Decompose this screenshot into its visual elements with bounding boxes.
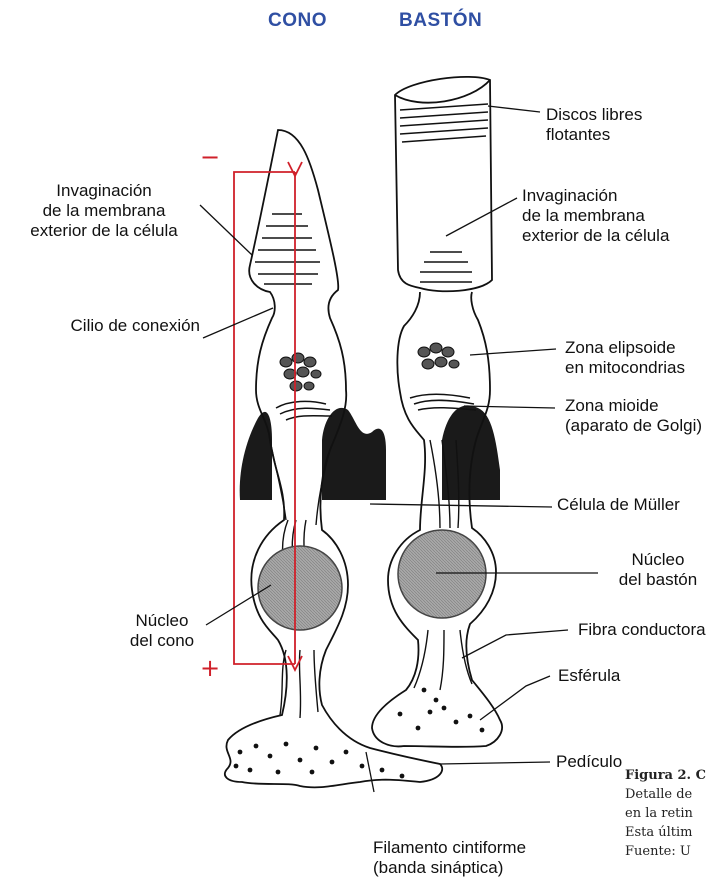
label-line: de la membrana (522, 206, 669, 226)
label-pedicle: Pedículo (556, 752, 622, 772)
caption-line: Detalle de (625, 785, 723, 804)
label-muller: Célula de Müller (557, 495, 680, 515)
label-line: Invaginación (522, 186, 669, 206)
label-line: Núcleo (603, 550, 713, 570)
label-cone-nucleus: Núcleo del cono (118, 611, 206, 651)
label-cilium: Cilio de conexión (40, 316, 200, 336)
label-cone-invagination: Invaginación de la membrana exterior de … (8, 181, 200, 241)
label-rod-nucleus: Núcleo del bastón (603, 550, 713, 590)
rod-spherule-dots (398, 688, 485, 733)
cone-golgi (276, 401, 332, 420)
label-line: exterior de la célula (522, 226, 669, 246)
rod-nucleus (398, 530, 486, 618)
cone-mitochondria (280, 353, 321, 391)
label-myoid: Zona mioide (aparato de Golgi) (565, 396, 702, 436)
caption-line: Esta últim (625, 823, 723, 842)
label-line: Discos libres (546, 105, 642, 125)
muller-cell-mass (240, 405, 500, 500)
label-line: Zona elipsoide (565, 338, 685, 358)
label-spherule: Esférula (558, 666, 620, 686)
label-line: (aparato de Golgi) (565, 416, 702, 436)
rod-invagination-discs (420, 252, 472, 282)
label-free-discs: Discos libres flotantes (546, 105, 642, 145)
label-line: flotantes (546, 125, 642, 145)
rod-mitochondria (418, 343, 459, 369)
cone-nucleus (258, 546, 342, 630)
caption-title: Figura 2. C (625, 766, 723, 785)
label-line: del bastón (603, 570, 713, 590)
cone-discs (255, 214, 320, 284)
rod-free-discs (400, 104, 488, 142)
label-line: Filamento cintiforme (373, 838, 526, 858)
label-line: en mitocondrias (565, 358, 685, 378)
cone-pedicle-dots (234, 742, 405, 779)
rod-header: BASTÓN (399, 10, 482, 32)
plus-sign: + (200, 654, 220, 682)
label-line: del cono (118, 631, 206, 651)
label-fiber: Fibra conductora (578, 620, 706, 640)
label-line: (banda sináptica) (373, 858, 526, 878)
cone-header: CONO (268, 10, 327, 32)
label-line: Zona mioide (565, 396, 702, 416)
label-line: Invaginación (8, 181, 200, 201)
label-rod-invagination: Invaginación de la membrana exterior de … (522, 186, 669, 246)
minus-sign: − (200, 143, 220, 171)
figure-caption: Figura 2. C Detalle de en la retin Esta … (625, 766, 723, 861)
label-line: Núcleo (118, 611, 206, 631)
label-filament: Filamento cintiforme (banda sináptica) (373, 838, 526, 878)
label-line: exterior de la célula (8, 221, 200, 241)
caption-line: en la retin (625, 804, 723, 823)
label-line: de la membrana (8, 201, 200, 221)
caption-line: Fuente: U (625, 842, 723, 861)
label-ellipsoid: Zona elipsoide en mitocondrias (565, 338, 685, 378)
